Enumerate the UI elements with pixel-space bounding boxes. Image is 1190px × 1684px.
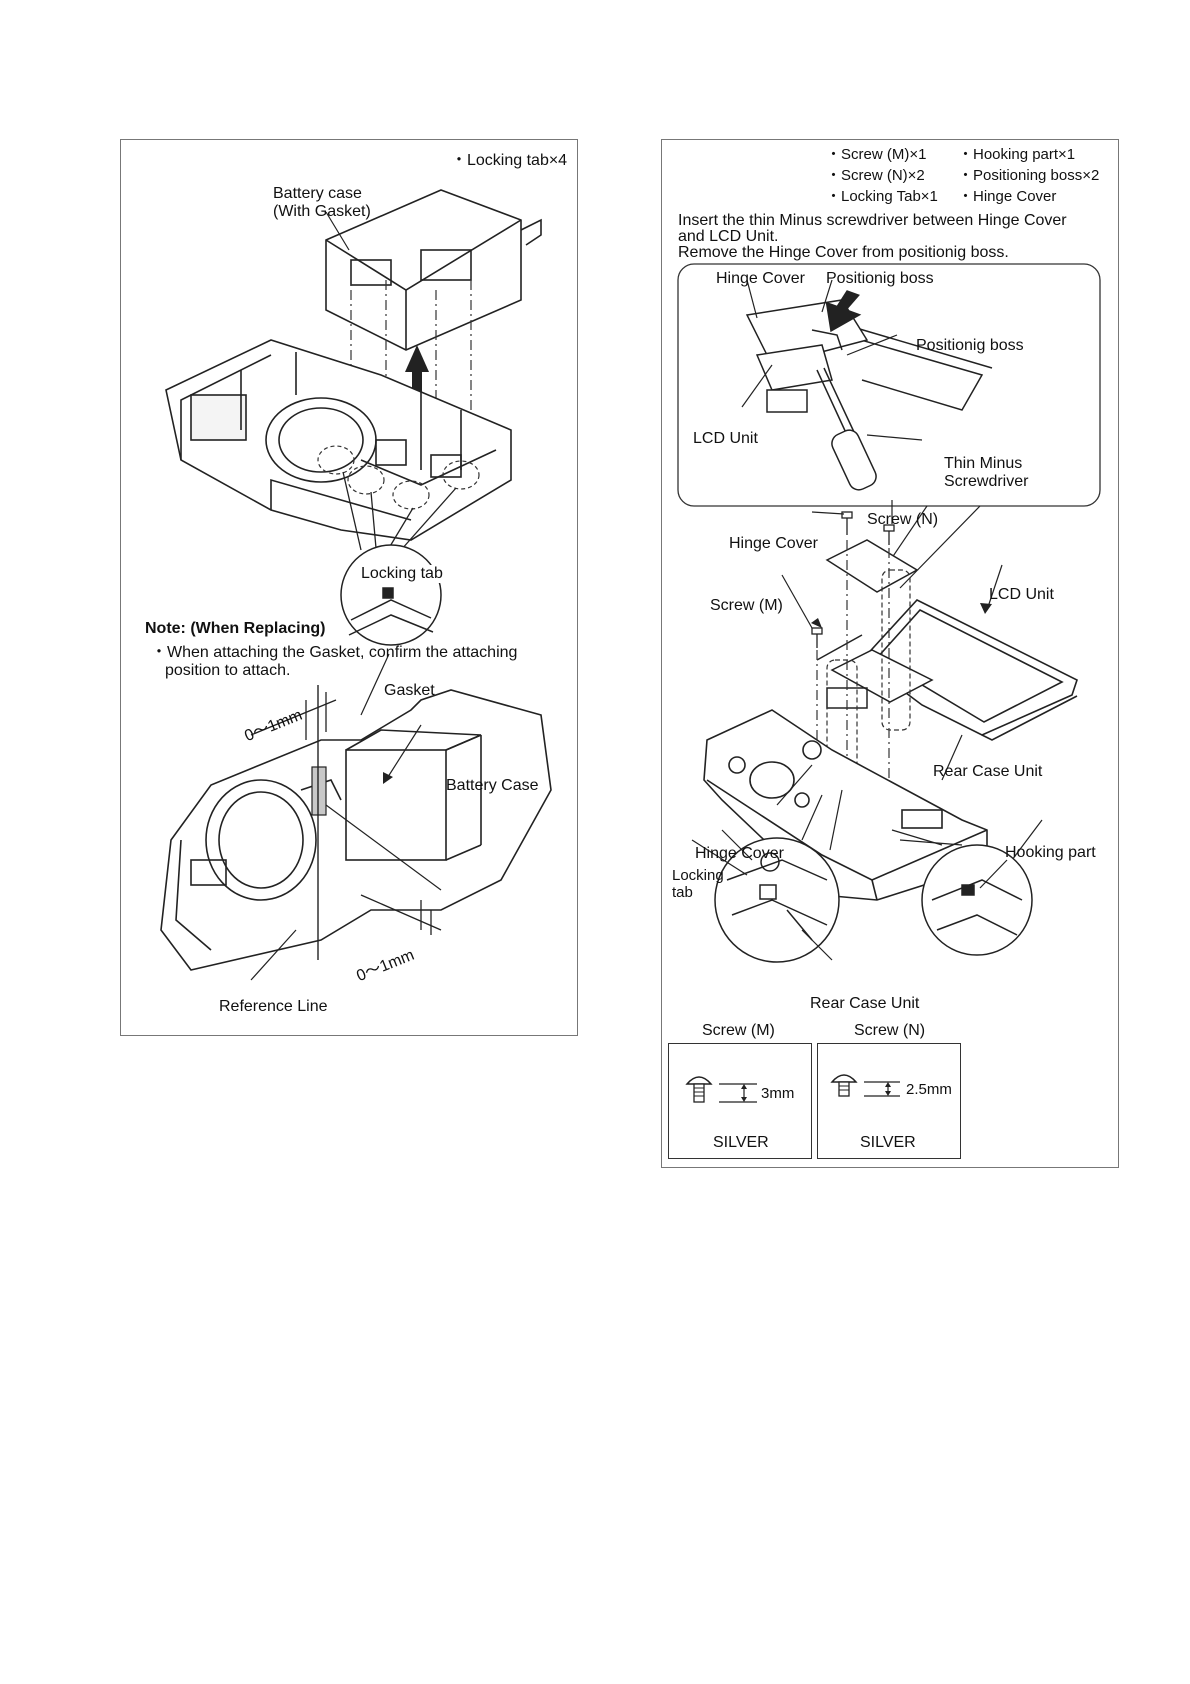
parts-hooking-part: ・Hooking part×1 bbox=[958, 146, 1076, 163]
rear-case-unit-label: Rear Case Unit bbox=[933, 763, 1043, 780]
screw-m-color: SILVER bbox=[713, 1134, 769, 1151]
hinge-cover-illustration bbox=[677, 263, 1101, 963]
note-line-2: position to attach. bbox=[165, 662, 291, 679]
inset-positionig-boss-label-2: Positionig boss bbox=[916, 337, 1024, 354]
inset-lcd-unit-label: LCD Unit bbox=[693, 430, 758, 447]
screw-m-icon bbox=[685, 1076, 757, 1103]
locking-tab-callout-label: Locking tab bbox=[361, 565, 443, 583]
screw-n-spec-title: Screw (N) bbox=[854, 1022, 926, 1039]
hinge-cover-lower-label: Hinge Cover bbox=[695, 845, 784, 862]
locking-label: Locking bbox=[672, 867, 724, 884]
screw-n-color: SILVER bbox=[860, 1134, 916, 1151]
parts-screw-n: ・Screw (N)×2 bbox=[826, 167, 925, 184]
rear-case-unit-lower-label: Rear Case Unit bbox=[810, 995, 920, 1012]
inset-hinge-cover-label: Hinge Cover bbox=[716, 270, 805, 287]
screw-m-spec-title: Screw (M) bbox=[702, 1022, 775, 1039]
gasket-label: Gasket bbox=[384, 682, 435, 699]
battery-case-lower-label: Battery Case bbox=[446, 777, 539, 794]
tab-label: tab bbox=[672, 884, 693, 901]
parts-hinge-cover: ・Hinge Cover bbox=[958, 188, 1057, 205]
screw-m-length: 3mm bbox=[761, 1085, 795, 1102]
lcd-unit-label: LCD Unit bbox=[989, 586, 1054, 603]
left-disassembly-panel: ・Locking tab×4 Battery case (With Gasket… bbox=[120, 139, 578, 1036]
inset-positionig-boss-label-1: Positionig boss bbox=[826, 270, 934, 287]
parts-positioning-boss: ・Positioning boss×2 bbox=[958, 167, 1100, 184]
note-title: Note: (When Replacing) bbox=[145, 620, 326, 637]
screw-n-label: Screw (N) bbox=[867, 511, 939, 528]
locking-tab-count-label: ・Locking tab×4 bbox=[451, 152, 568, 169]
hinge-cover-label: Hinge Cover bbox=[729, 535, 818, 552]
parts-screw-m: ・Screw (M)×1 bbox=[826, 146, 927, 163]
instruction-line-3: Remove the Hinge Cover from positionig b… bbox=[678, 244, 1009, 261]
with-gasket-label: (With Gasket) bbox=[273, 203, 371, 220]
screw-n-icon bbox=[830, 1074, 900, 1097]
right-disassembly-panel: ・Screw (M)×1 ・Screw (N)×2 ・Locking Tab×1… bbox=[661, 139, 1119, 1168]
instruction-line-2: and LCD Unit. bbox=[678, 228, 779, 245]
inset-thin-minus-label: Thin Minus bbox=[944, 455, 1023, 472]
note-line-1: ・When attaching the Gasket, confirm the … bbox=[151, 644, 518, 661]
instruction-line-1: Insert the thin Minus screwdriver betwee… bbox=[678, 212, 1067, 229]
screw-m-spec-card: 3mm SILVER bbox=[668, 1043, 812, 1159]
screw-m-label: Screw (M) bbox=[710, 597, 783, 614]
inset-screwdriver-label: Screwdriver bbox=[944, 473, 1029, 490]
hooking-part-label: Hooking part bbox=[1005, 844, 1096, 861]
battery-case-label: Battery case bbox=[273, 185, 362, 202]
screw-n-spec-card: 2.5mm SILVER bbox=[817, 1043, 961, 1159]
reference-line-label: Reference Line bbox=[219, 998, 328, 1015]
screw-n-length: 2.5mm bbox=[906, 1081, 952, 1098]
battery-case-illustration bbox=[160, 189, 552, 981]
parts-locking-tab: ・Locking Tab×1 bbox=[826, 188, 938, 205]
